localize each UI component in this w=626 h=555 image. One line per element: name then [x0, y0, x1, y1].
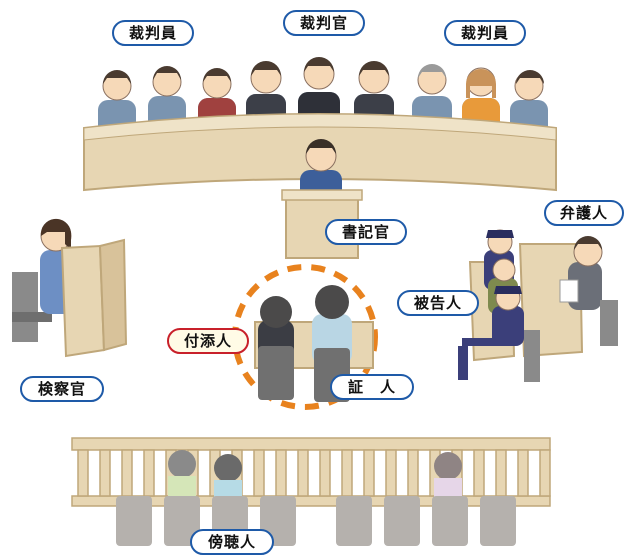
gallery-seats — [116, 496, 516, 546]
gallery-railing — [71, 437, 551, 507]
label-prosecutor: 検察官 — [20, 376, 104, 402]
defendant-area — [458, 229, 540, 382]
label-witness: 証 人 — [330, 374, 414, 400]
audience-figures — [168, 450, 462, 500]
witness-stand — [254, 285, 374, 402]
label-attendant: 付添人 — [167, 328, 249, 354]
label-audience: 傍聴人 — [190, 529, 274, 555]
defense-area — [518, 236, 618, 358]
prosecutor-area — [12, 218, 128, 358]
label-judge-center: 裁判官 — [283, 10, 365, 36]
label-defense: 弁護人 — [544, 200, 624, 226]
label-judge-right: 裁判員 — [444, 20, 526, 46]
label-defendant: 被告人 — [397, 290, 479, 316]
label-judge-left: 裁判員 — [112, 20, 194, 46]
label-clerk: 書記官 — [325, 219, 407, 245]
